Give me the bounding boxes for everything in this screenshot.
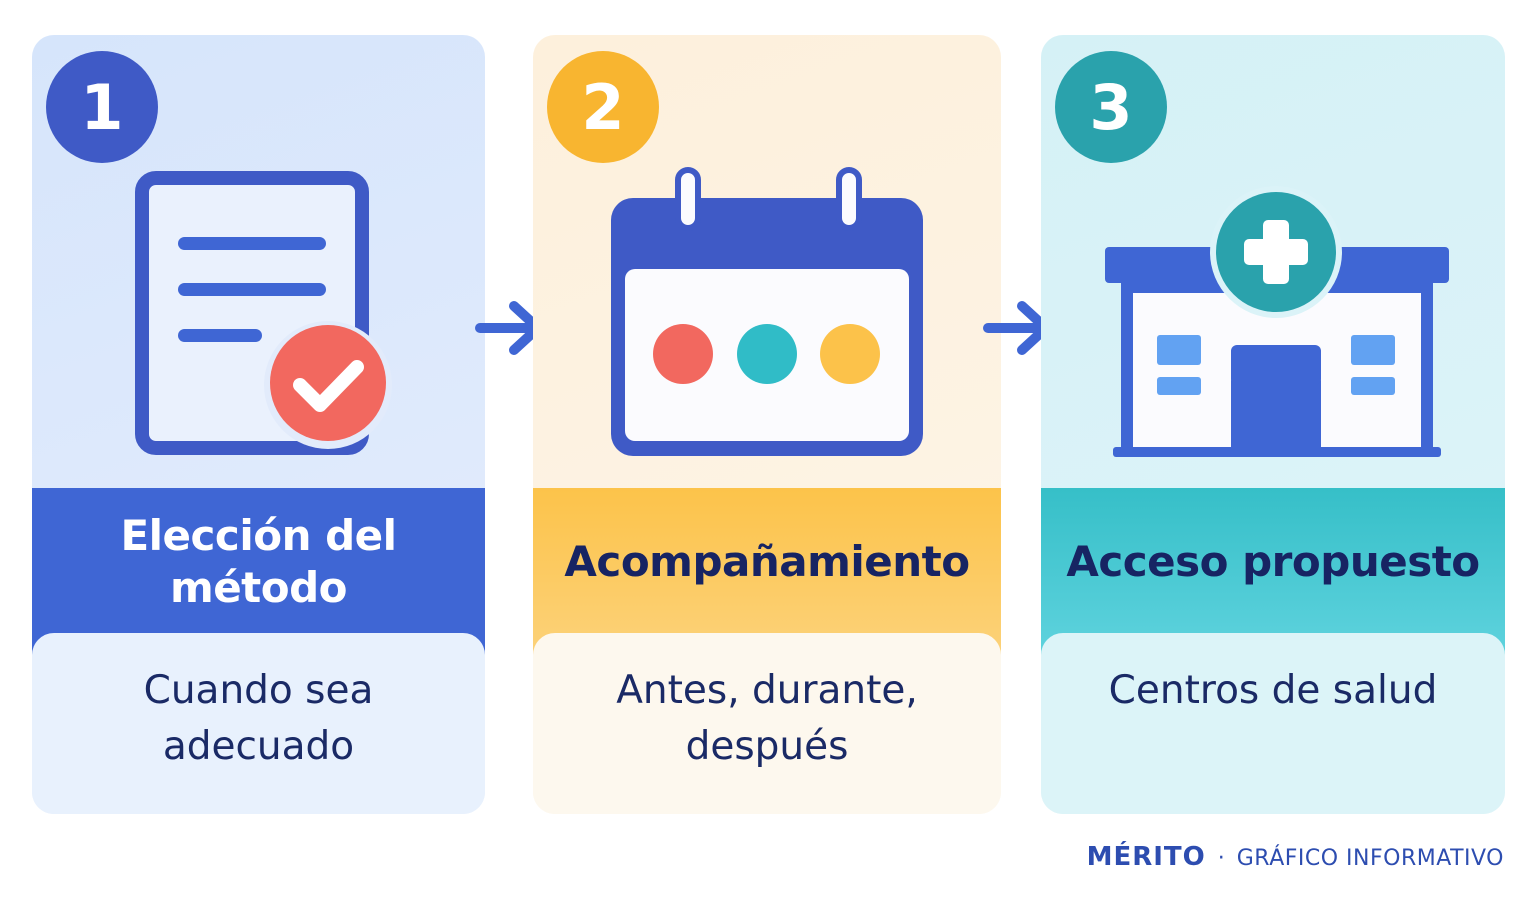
health-center-icon [1041,165,1505,495]
step-desc-line-1: Centros de salud [1108,668,1438,713]
calendar-icon [533,165,1001,495]
footer-separator: · [1217,846,1225,871]
step-number: 1 [80,70,124,144]
step-description: Antes, durante, después [533,633,1001,814]
step-number-badge: 1 [46,51,158,163]
step-title-line-1: Acompañamiento [564,537,970,586]
step-desc-line-2: adecuado [162,724,355,769]
step-desc-line-2: después [685,724,849,769]
step-desc-line-1: Cuando sea [143,668,374,713]
footer: MÉRITO · GRÁFICO INFORMATIVO [1087,842,1504,872]
step-number-badge: 3 [1055,51,1167,163]
brand-name: MÉRITO [1086,842,1206,872]
step-number: 2 [581,70,625,144]
step-title-line-2: método [169,563,348,612]
document-check-icon [32,165,485,495]
step-desc-line-1: Antes, durante, [616,668,918,713]
step-title-line-1: Elección del [120,511,397,560]
step-description: Cuando sea adecuado [32,633,485,814]
step-title-line-1: Acceso propuesto [1066,537,1480,586]
step-number-badge: 2 [547,51,659,163]
step-card-3: 3 Acceso propuesto Centros de salud [1041,35,1505,814]
footer-label: GRÁFICO INFORMATIVO [1236,846,1504,871]
step-description: Centros de salud [1041,633,1505,814]
step-number: 3 [1089,70,1133,144]
step-card-1: 1 Elección del método Cuando sea adecuad… [32,35,485,814]
step-title-band: Elección del método [32,488,485,658]
step-title-band: Acceso propuesto [1041,488,1505,658]
step-title-band: Acompañamiento [533,488,1001,658]
step-card-2: 2 Acompañamiento Antes, durante, después [533,35,1001,814]
